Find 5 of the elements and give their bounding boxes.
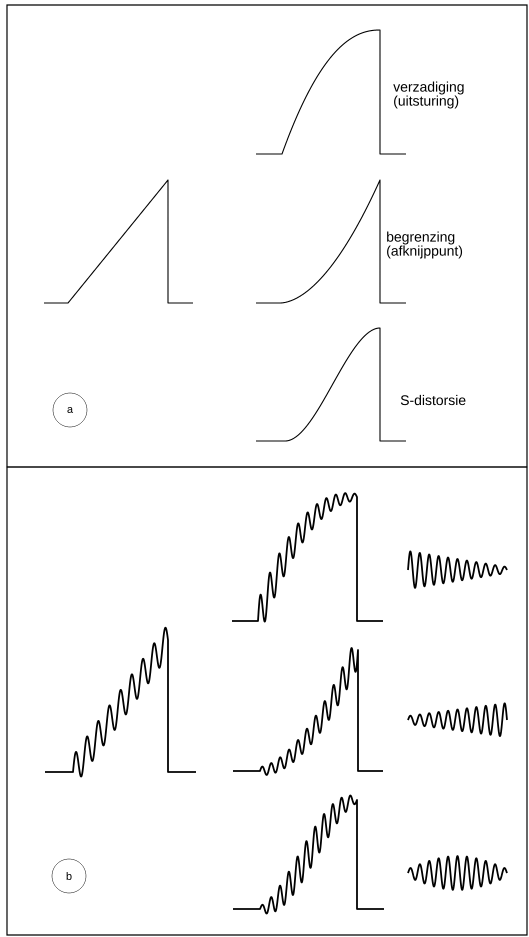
curve-label: begrenzing (afknijppunt) [387,232,462,258]
curve-label: verzadiging (uitsturing) [393,82,464,108]
panel-frame [6,4,528,468]
curve-label: S-distorsie [400,394,466,406]
panel-frame [6,466,528,936]
